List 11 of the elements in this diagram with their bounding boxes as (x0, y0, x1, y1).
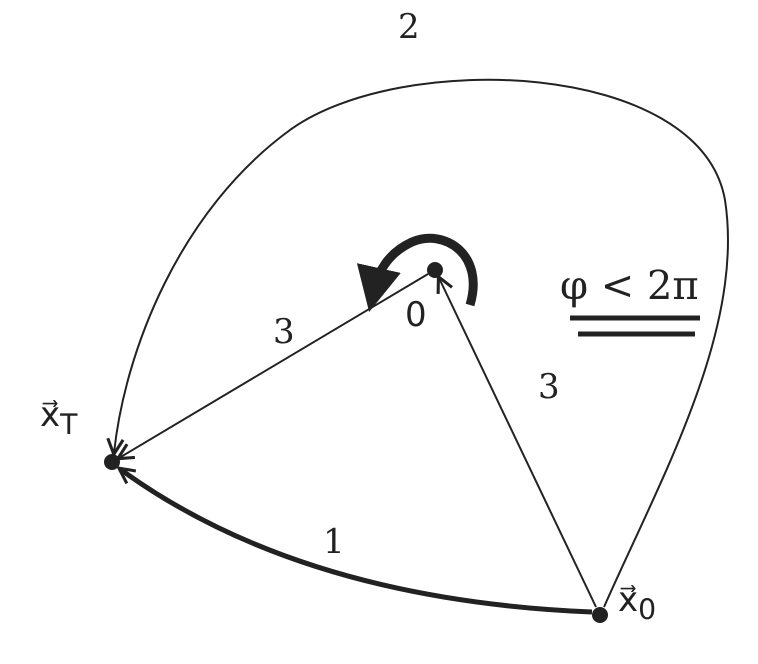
point-label: x⃗$_{0}$ (618, 580, 656, 626)
arrow (117, 273, 429, 460)
point-label: x⃗$_{T}$ (40, 395, 78, 441)
point-label: 0 (405, 295, 427, 335)
point-dot (104, 454, 120, 470)
point-dot (427, 262, 443, 278)
arrow (118, 466, 592, 614)
arrow (108, 78, 729, 608)
point-dot (592, 607, 608, 623)
angle-condition: φ < 2π (560, 266, 699, 306)
arrow (437, 276, 597, 608)
